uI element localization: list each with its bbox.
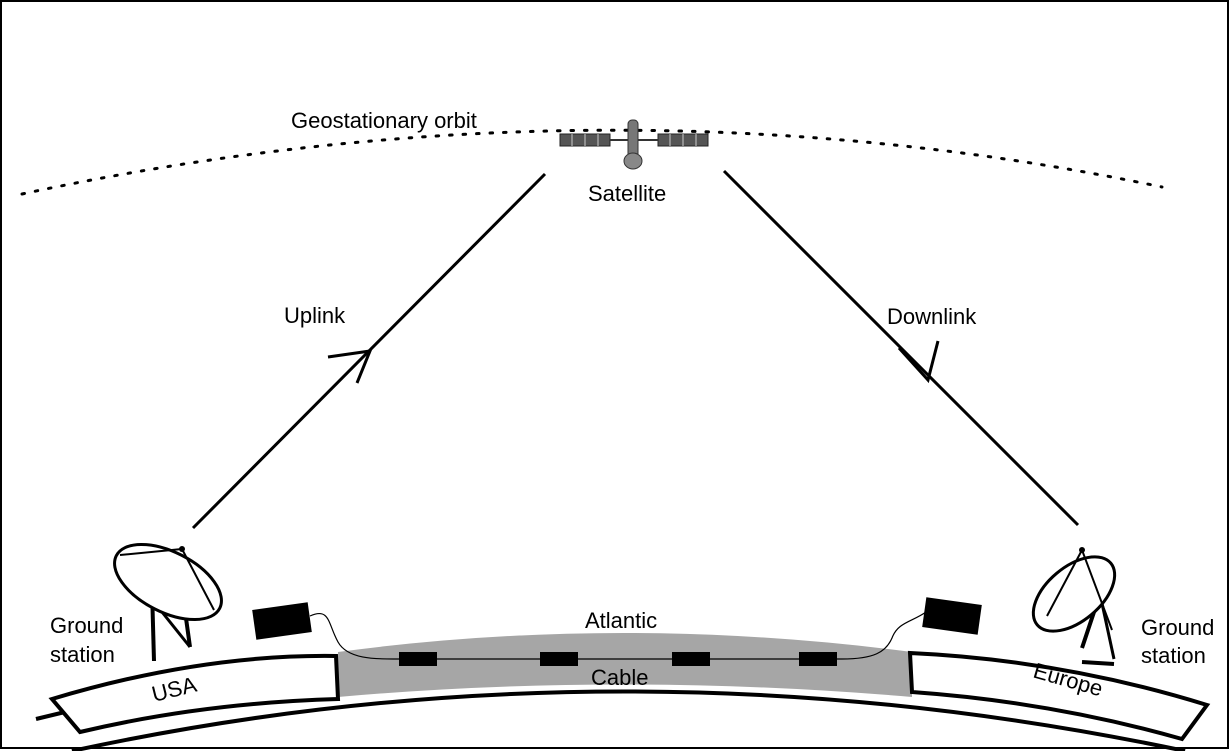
uplink-label: Uplink: [284, 303, 346, 328]
downlink-label: Downlink: [887, 304, 977, 329]
europe-dish-antenna-icon: [1020, 542, 1128, 664]
cable-repeater: [540, 652, 578, 666]
atlantic-label: Atlantic: [585, 608, 657, 633]
usa-cable-terminal: [252, 602, 312, 640]
cable-repeater: [799, 652, 837, 666]
downlink-arrowhead: [899, 341, 938, 380]
satellite-label: Satellite: [588, 181, 666, 206]
satellite-icon: [560, 120, 708, 169]
cable-repeater: [399, 652, 437, 666]
ground-station-left-label-line2: station: [50, 642, 115, 667]
ground-station-right-label-line1: Ground: [1141, 615, 1214, 640]
cable-repeater: [672, 652, 710, 666]
ground-station-right-label-line2: station: [1141, 643, 1206, 668]
ground-station-left-label-line1: Ground: [50, 613, 123, 638]
usa-dish-antenna-icon: [103, 529, 234, 661]
cable-label: Cable: [591, 665, 648, 690]
orbit-label: Geostationary orbit: [291, 108, 477, 133]
europe-cable-terminal: [922, 597, 982, 635]
